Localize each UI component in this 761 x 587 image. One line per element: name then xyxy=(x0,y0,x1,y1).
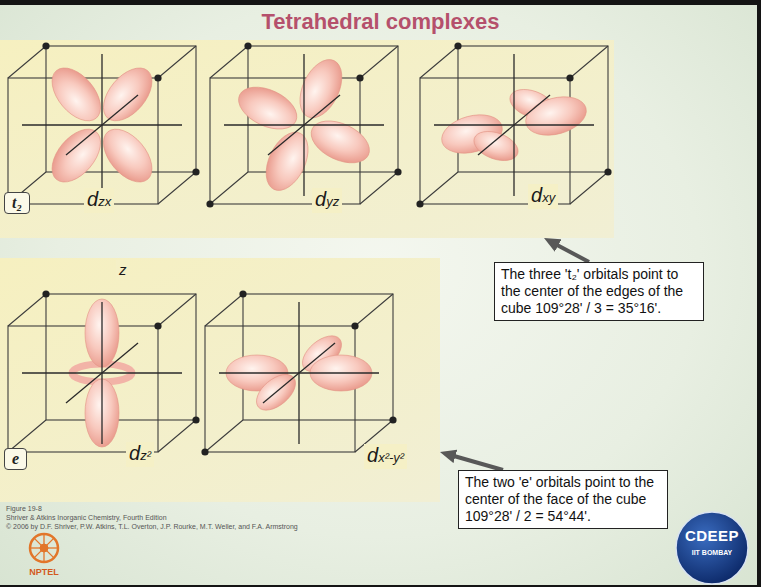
ligand-dots xyxy=(206,42,401,207)
symmetry-tag: t₂ xyxy=(4,192,30,214)
logo-spoke xyxy=(34,538,54,558)
orbital-panel: e z dz² dx²-y² xyxy=(0,258,440,502)
orbital-label: dz² xyxy=(126,442,154,467)
cdeep-logo xyxy=(676,512,748,584)
orbital-label: dxy xyxy=(528,184,558,209)
slide-title: Tetrahedral complexes xyxy=(0,9,761,35)
nptel-logo xyxy=(30,534,58,562)
panel-ground xyxy=(0,258,440,502)
orbital-label: dx²-y² xyxy=(364,444,407,469)
orbital-dyz xyxy=(206,42,401,207)
logo-text: IIT BOMBAY xyxy=(692,548,733,557)
orbital-lobe xyxy=(94,120,161,191)
orbital-lobe xyxy=(94,59,161,130)
logo-hub xyxy=(40,544,48,552)
symmetry-label: t₂ xyxy=(12,193,22,213)
orbital-label: dzx xyxy=(84,188,114,213)
orbital-lobe xyxy=(305,112,376,171)
cube xyxy=(205,294,393,452)
callout-arrow xyxy=(553,243,589,262)
callout-arrow xyxy=(450,455,503,470)
logo-text: CDEEP xyxy=(685,527,739,545)
orbital-label: z xyxy=(116,260,130,280)
callout-text: The two 'e' orbitals point to the center… xyxy=(465,474,661,525)
orbital-dxy xyxy=(416,42,611,207)
ligand-dots xyxy=(201,290,396,455)
orbital-label: dyz xyxy=(312,188,342,213)
figure-credit: Figure 19-8 xyxy=(6,504,42,513)
ligand-dots xyxy=(4,290,199,455)
cube xyxy=(8,46,196,204)
orbital-lobe xyxy=(258,126,317,197)
ligand-dots xyxy=(416,42,611,207)
logo-text: NPTEL xyxy=(29,567,59,578)
figure-credit: © 2006 by D.F. Shriver, P.W. Atkins, T.L… xyxy=(6,522,298,531)
ligand-dots xyxy=(4,42,199,207)
symmetry-tag: e xyxy=(4,448,27,470)
orbital-lobe xyxy=(232,79,303,138)
logo-spoke xyxy=(34,538,54,558)
figure-credit: Shriver & Atkins Inorganic Chemistry, Fo… xyxy=(6,513,167,522)
cube xyxy=(420,46,608,204)
callout-box: The three 't₂' orbitals point to the cen… xyxy=(494,262,704,321)
symmetry-label: e xyxy=(12,449,19,469)
orbital-dz2 xyxy=(4,290,199,455)
cube xyxy=(210,46,398,204)
cube xyxy=(8,294,196,452)
panel-ground xyxy=(0,40,614,238)
logo-wheel xyxy=(30,534,58,562)
callout-box: The two 'e' orbitals point to the center… xyxy=(458,470,668,529)
orbital-panel: t₂ dzx dyz dxy xyxy=(0,40,614,238)
orbital-dzx xyxy=(4,42,199,207)
orbital-lobe xyxy=(291,53,350,124)
orbital-lobe xyxy=(521,91,590,142)
callout-text: The three 't₂' orbitals point to the cen… xyxy=(501,266,697,317)
orbital-dx2y2 xyxy=(201,290,396,455)
orbital-lobe xyxy=(43,120,110,191)
orbital-lobe xyxy=(43,59,110,130)
